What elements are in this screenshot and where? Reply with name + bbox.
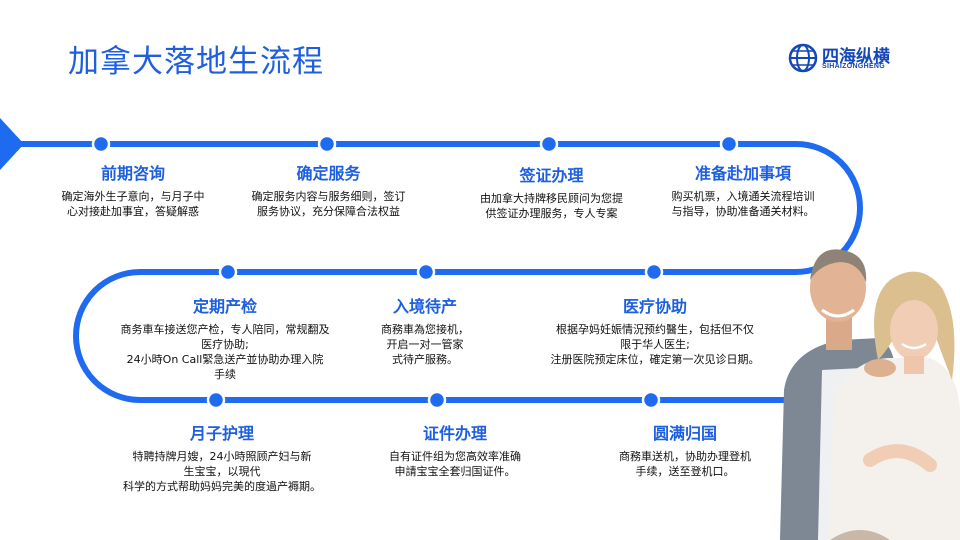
step-title: 医疗协助 bbox=[622, 297, 687, 316]
step-desc: 商務車為您接机，开启一对一管家式待产服務。 bbox=[381, 323, 469, 366]
logo-name: 四海纵横 bbox=[822, 47, 890, 67]
step-title: 签证办理 bbox=[519, 166, 584, 185]
step-node bbox=[427, 390, 447, 410]
logo-subtitle: SIHAIZONGHENG bbox=[822, 63, 886, 70]
step-desc: 自有证件组为您高效率准确申請宝宝全套归国证件。 bbox=[389, 450, 521, 478]
step-confirm-service: 确定服务 确定服务内容与服务细则，签订服务协议，充分保障合法权益 bbox=[246, 160, 411, 219]
start-arrow-icon bbox=[0, 118, 24, 170]
step-title: 圆满归国 bbox=[652, 424, 717, 443]
step-desc: 根据孕妈妊娠情況预约醫生，包括但不仅限于华人医生;注册医院预定床位，確定第一次见… bbox=[550, 323, 760, 366]
step-title: 前期咨询 bbox=[100, 164, 165, 183]
step-entry-await: 入境待产 商務車為您接机，开启一对一管家式待产服務。 bbox=[370, 293, 480, 367]
page-title: 加拿大落地生流程 bbox=[68, 44, 324, 80]
step-desc: 商務車送机，协助办理登机手续，送至登机口。 bbox=[619, 450, 751, 478]
step-postpartum-care: 月子护理 特聘持牌月嫂，24小時照顾产妇与新生宝宝，以現代科学的方式帮助妈妈完美… bbox=[102, 420, 342, 494]
step-node bbox=[644, 262, 664, 282]
globe-icon bbox=[788, 43, 818, 73]
step-title: 定期产检 bbox=[192, 297, 257, 316]
step-medical-assist: 医疗协助 根据孕妈妊娠情況预约醫生，包括但不仅限于华人医生;注册医院预定床位，確… bbox=[540, 293, 770, 367]
step-node bbox=[317, 134, 337, 154]
step-prepare-trip: 准备赴加事項 购买机票，入境通关流程培训与指导，协助准备通关材料。 bbox=[668, 160, 818, 219]
step-title: 确定服务 bbox=[296, 164, 361, 183]
step-node bbox=[416, 262, 436, 282]
step-title: 月子护理 bbox=[189, 424, 254, 443]
couple-photo bbox=[780, 249, 960, 540]
step-desc: 确定服务内容与服务细则，签订服务协议，充分保障合法权益 bbox=[251, 190, 406, 218]
step-node bbox=[641, 390, 661, 410]
step-node bbox=[91, 134, 111, 154]
company-logo: 四海纵横 SIHAIZONGHENG bbox=[786, 40, 906, 76]
step-desc: 由加拿大持牌移民顾问为您提供签证办理服务，专人专案 bbox=[480, 192, 623, 220]
step-node bbox=[206, 390, 226, 410]
step-desc: 特聘持牌月嫂，24小時照顾产妇与新生宝宝，以現代科学的方式帮助妈妈完美的度過产褥… bbox=[123, 450, 321, 493]
step-node bbox=[218, 262, 238, 282]
step-desc: 购买机票，入境通关流程培训与指导，协助准备通关材料。 bbox=[671, 190, 815, 218]
step-title: 入境待产 bbox=[392, 297, 457, 316]
step-node bbox=[719, 134, 739, 154]
step-prenatal-checkup: 定期产检 商务車车接送您产检，专人陪同，常规翻及医疗协助; 24小時On Cal… bbox=[100, 293, 350, 382]
step-documents: 证件办理 自有证件组为您高效率准确申請宝宝全套归国证件。 bbox=[370, 420, 540, 479]
step-desc: 确定海外生子意向，与月子中心对接赴加事宜，答疑解惑 bbox=[61, 190, 205, 218]
step-consultation: 前期咨询 确定海外生子意向，与月子中心对接赴加事宜，答疑解惑 bbox=[48, 160, 218, 219]
step-title: 准备赴加事項 bbox=[694, 164, 791, 183]
step-desc: 商务車车接送您产检，专人陪同，常规翻及医疗协助; 24小時On Call緊急送产… bbox=[120, 323, 330, 381]
step-return-home: 圆满归国 商務車送机，协助办理登机手续，送至登机口。 bbox=[600, 420, 770, 479]
step-node bbox=[539, 134, 559, 154]
step-title: 证件办理 bbox=[422, 424, 487, 443]
step-visa: 签证办理 由加拿大持牌移民顾问为您提供签证办理服务，专人专案 bbox=[474, 162, 629, 221]
